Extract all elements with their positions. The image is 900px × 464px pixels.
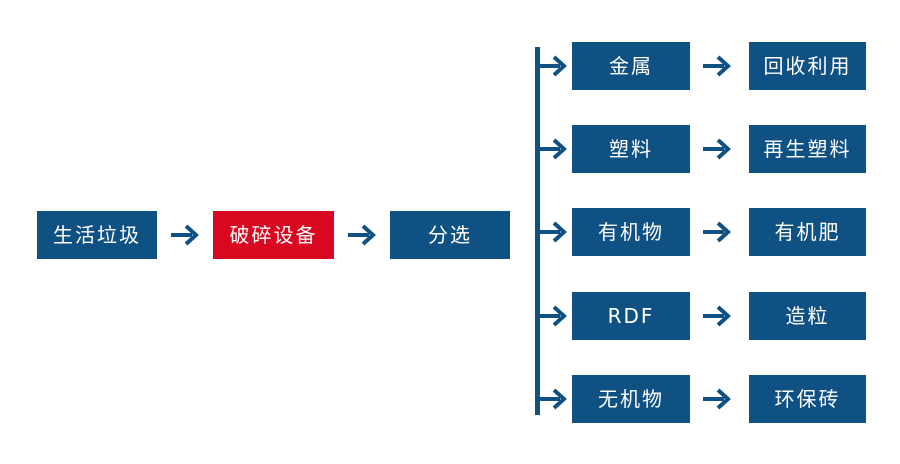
node-material-metal[interactable]: 金属 — [572, 42, 690, 90]
branch-arrow-right-icon — [536, 132, 570, 166]
arrow-right-icon — [700, 382, 734, 416]
node-label: 回收利用 — [763, 54, 852, 78]
arrow-right-icon — [700, 132, 734, 166]
node-label: 生活垃圾 — [53, 223, 141, 247]
node-label: 造粒 — [785, 304, 830, 328]
node-product-pelletizing[interactable]: 造粒 — [749, 292, 866, 340]
node-household-waste[interactable]: 生活垃圾 — [37, 211, 157, 259]
arrow-right-icon — [700, 49, 734, 83]
arrow-right-icon — [700, 215, 734, 249]
node-label: 金属 — [609, 54, 653, 78]
node-label: 有机肥 — [774, 220, 841, 244]
arrow-right-icon — [700, 299, 734, 333]
node-material-organic[interactable]: 有机物 — [572, 208, 690, 256]
branch-arrow-right-icon — [536, 49, 570, 83]
branch-arrow-right-icon — [536, 299, 570, 333]
arrow-right-icon — [168, 218, 202, 252]
node-product-recycling[interactable]: 回收利用 — [749, 42, 866, 90]
node-material-plastic[interactable]: 塑料 — [572, 125, 690, 173]
node-product-organic-fertilizer[interactable]: 有机肥 — [749, 208, 866, 256]
node-material-inorganic[interactable]: 无机物 — [572, 375, 690, 423]
node-product-recycled-plastic[interactable]: 再生塑料 — [749, 125, 866, 173]
node-label: 破碎设备 — [229, 223, 318, 247]
branch-arrow-right-icon — [536, 382, 570, 416]
node-material-rdf[interactable]: RDF — [572, 292, 690, 340]
node-label: 再生塑料 — [763, 137, 852, 161]
node-product-eco-brick[interactable]: 环保砖 — [749, 375, 866, 423]
node-label: RDF — [607, 304, 655, 328]
node-sorting[interactable]: 分选 — [390, 211, 510, 259]
node-crushing-equipment[interactable]: 破碎设备 — [213, 211, 334, 259]
arrow-right-icon — [345, 218, 379, 252]
node-label: 塑料 — [609, 137, 653, 161]
branch-arrow-right-icon — [536, 215, 570, 249]
node-label: 有机物 — [598, 220, 664, 244]
node-label: 分选 — [428, 223, 472, 247]
node-label: 环保砖 — [774, 387, 841, 411]
node-label: 无机物 — [598, 387, 664, 411]
